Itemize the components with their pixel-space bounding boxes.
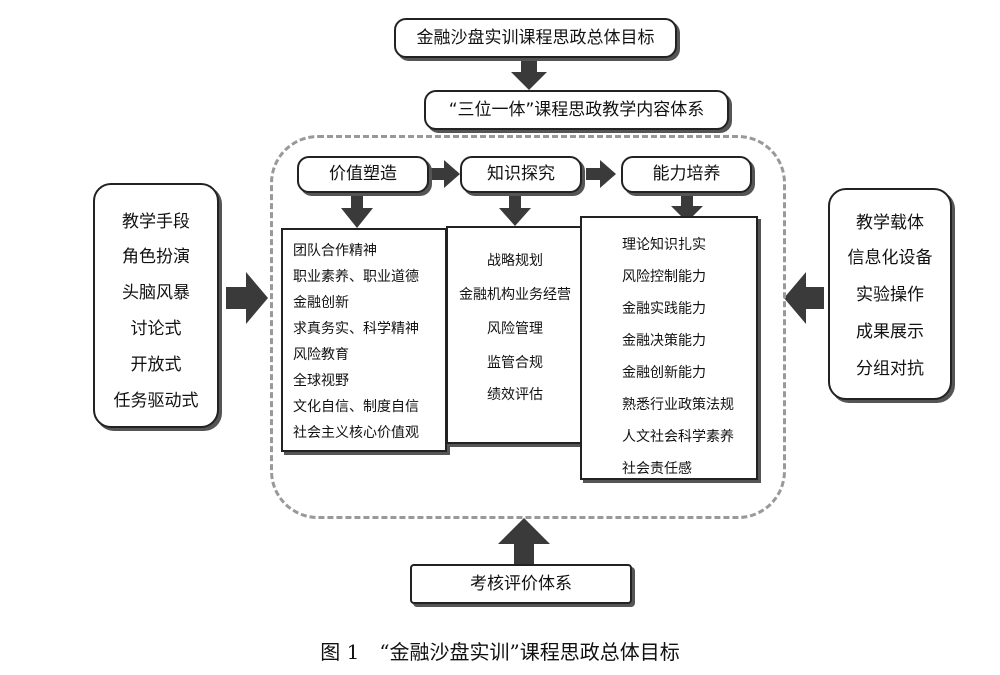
list-item: 讨论式 xyxy=(130,319,182,339)
evaluation-system-box: 考核评价体系 xyxy=(410,564,632,604)
stage-knowledge-label: 知识探究 xyxy=(487,164,555,184)
arrow-knowledge-to-ability xyxy=(586,160,616,188)
list-item: 分组对抗 xyxy=(856,359,924,379)
teaching-carrier-panel: 教学载体 信息化设备 实验操作 成果展示 分组对抗 xyxy=(828,188,952,400)
stage-value-label: 价值塑造 xyxy=(329,164,397,184)
list-item: 实验操作 xyxy=(856,285,924,305)
arrow-ability-down xyxy=(671,193,703,222)
list-item: 头脑风暴 xyxy=(122,283,190,303)
list-item: 熟悉行业政策法规 xyxy=(622,397,734,413)
list-item: 角色扮演 xyxy=(122,247,190,267)
goal-label: 金融沙盘实训课程思政总体目标 xyxy=(416,27,655,48)
figure-caption: 图 1 “金融沙盘实训”课程思政总体目标 xyxy=(320,640,680,664)
panel-title: 教学载体 xyxy=(856,213,924,233)
arrow-goal-to-content xyxy=(511,58,547,90)
arrow-bottom xyxy=(498,518,550,564)
list-item: 求真务实、科学精神 xyxy=(293,321,419,337)
content-system-group xyxy=(270,135,786,519)
list-item: 社会责任感 xyxy=(622,461,692,477)
list-item: 全球视野 xyxy=(293,373,349,389)
list-item: 开放式 xyxy=(130,355,182,375)
list-item: 职业素养、职业道德 xyxy=(293,269,419,285)
list-item: 人文社会科学素养 xyxy=(622,429,734,445)
list-item: 风险管理 xyxy=(487,321,543,337)
arrow-value-to-knowledge xyxy=(430,160,460,188)
ability-list-box: 理论知识扎实 风险控制能力 金融实践能力 金融决策能力 金融创新能力 熟悉行业政… xyxy=(580,216,758,480)
content-system-box: “三位一体”课程思政教学内容体系 xyxy=(424,90,729,130)
evaluation-system-label: 考核评价体系 xyxy=(470,573,572,594)
list-item: 金融创新能力 xyxy=(622,365,706,381)
list-item: 任务驱动式 xyxy=(113,391,199,411)
list-item: 金融创新 xyxy=(293,295,349,311)
arrow-knowledge-down xyxy=(499,193,531,226)
stage-value-box: 价值塑造 xyxy=(297,156,429,193)
list-item: 文化自信、制度自信 xyxy=(293,399,419,415)
list-item: 风险控制能力 xyxy=(622,269,706,285)
value-list-box: 团队合作精神 职业素养、职业道德 金融创新 求真务实、科学精神 风险教育 全球视… xyxy=(281,228,447,452)
panel-title: 教学手段 xyxy=(122,212,190,232)
list-item: 风险教育 xyxy=(293,347,349,363)
stage-knowledge-box: 知识探究 xyxy=(460,156,582,193)
goal-box: 金融沙盘实训课程思政总体目标 xyxy=(394,18,677,58)
list-item: 团队合作精神 xyxy=(293,243,377,259)
list-item: 金融实践能力 xyxy=(622,301,706,317)
arrow-value-down xyxy=(341,193,373,228)
arrow-right-panel xyxy=(784,272,824,324)
arrow-left-panel xyxy=(226,272,268,324)
teaching-methods-panel: 教学手段 角色扮演 头脑风暴 讨论式 开放式 任务驱动式 xyxy=(93,183,219,428)
knowledge-list-box: 战略规划 金融机构业务经营 风险管理 监管合规 绩效评估 xyxy=(446,226,584,444)
list-item: 金融决策能力 xyxy=(622,333,706,349)
stage-ability-box: 能力培养 xyxy=(621,156,752,193)
list-item: 社会主义核心价值观 xyxy=(293,425,419,441)
list-item: 监管合规 xyxy=(487,355,543,371)
stage-ability-label: 能力培养 xyxy=(652,164,721,184)
list-item: 成果展示 xyxy=(856,322,924,342)
list-item: 金融机构业务经营 xyxy=(459,287,571,303)
list-item: 信息化设备 xyxy=(847,248,933,268)
list-item: 战略规划 xyxy=(487,253,543,269)
list-item: 绩效评估 xyxy=(487,387,543,403)
list-item: 理论知识扎实 xyxy=(622,237,706,253)
content-system-label: “三位一体”课程思政教学内容体系 xyxy=(448,99,705,120)
